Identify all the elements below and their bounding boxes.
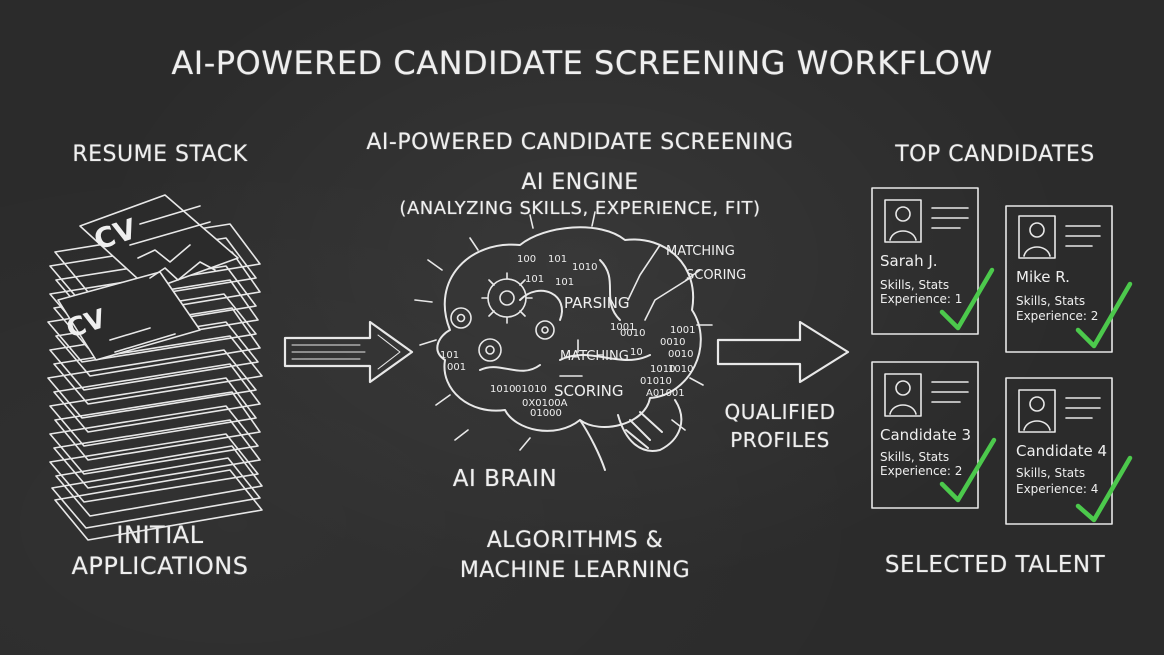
binary-bit: 1010: [668, 364, 693, 375]
binary-bit: 101: [555, 277, 574, 288]
candidate-card-3: [871, 361, 979, 509]
binary-bit: 10: [630, 347, 643, 358]
flow-arrow-1: [283, 320, 414, 384]
candidate-skills: Skills, Stats: [1016, 294, 1085, 308]
binary-bit: 1001: [610, 322, 635, 333]
binary-bit: A01001: [646, 388, 685, 399]
check-icon: [939, 437, 997, 503]
candidate-skills: Skills, Stats: [880, 278, 949, 292]
parsing-label: PARSING: [564, 294, 630, 312]
candidate-name: Sarah J.: [880, 252, 938, 270]
check-icon: [1075, 281, 1133, 349]
flow-arrow-2: [716, 320, 850, 384]
check-icon: [1075, 455, 1133, 523]
binary-bit: 1010: [490, 384, 515, 395]
binary-bit: 101: [440, 350, 459, 361]
top-candidates-heading: TOP CANDIDATES: [895, 142, 1095, 167]
candidate-name: Candidate 4: [1016, 442, 1107, 460]
resume-stack: [47, 194, 263, 541]
candidate-name: Mike R.: [1016, 268, 1070, 286]
candidate-experience: Experience: 2: [1016, 309, 1098, 323]
binary-bit: 0010: [620, 328, 645, 339]
initial-applications-caption: INITIAL APPLICATIONS: [71, 521, 249, 580]
binary-bit: 0010: [668, 349, 693, 360]
scoring-label: SCORING: [554, 382, 624, 400]
matching-callout-label: MATCHING: [666, 244, 735, 259]
binary-bit: 0X0100A: [522, 398, 568, 409]
ai-brain-label: AI BRAIN: [452, 466, 558, 492]
page-title: AI-POWERED CANDIDATE SCREENING WORKFLOW: [171, 44, 993, 82]
matching-callout-line: [627, 244, 661, 301]
qualified-profiles-label: QUALIFIED PROFILES: [724, 400, 836, 452]
candidate-card-2: [1005, 205, 1113, 353]
process-arrows: [559, 339, 583, 377]
candidate-card-1: [871, 187, 979, 335]
binary-bit: 01010: [515, 384, 547, 395]
matching-label: MATCHING: [560, 349, 629, 364]
scoring-callout-label: SCORING: [686, 268, 746, 283]
candidate-skills: Skills, Stats: [1016, 466, 1085, 480]
binary-bit: 01000: [530, 408, 562, 419]
binary-bit: 01010: [640, 376, 672, 387]
selected-talent-caption: SELECTED TALENT: [884, 552, 1106, 578]
radiating-lines: [414, 211, 713, 451]
resume-stack-heading: RESUME STACK: [72, 142, 248, 167]
candidate-experience: Experience: 4: [1016, 482, 1098, 496]
gear-icon: [450, 272, 555, 362]
binary-bit: 100: [517, 254, 536, 265]
binary-bit: 101: [525, 274, 544, 285]
binary-bit: 001: [447, 362, 466, 373]
binary-bit: 1010: [650, 364, 675, 375]
binary-bit: 1001: [670, 325, 695, 336]
scoring-callout-line: [644, 277, 691, 321]
candidate-name: Candidate 3: [880, 426, 971, 444]
candidate-experience: Experience: 1: [880, 292, 962, 306]
screening-heading: AI-POWERED CANDIDATE SCREENING: [366, 130, 794, 155]
binary-bit: 101: [548, 254, 567, 265]
candidate-card-4: [1005, 377, 1113, 525]
binary-bit: 1010: [572, 262, 597, 273]
candidate-skills: Skills, Stats: [880, 450, 949, 464]
check-icon: [939, 267, 995, 331]
ai-brain-drawing: [436, 226, 702, 471]
candidate-experience: Experience: 2: [880, 464, 962, 478]
algorithms-caption: ALGORITHMS & MACHINE LEARNING: [459, 528, 691, 583]
binary-bit: 0010: [660, 337, 685, 348]
ai-engine-subtitle: (ANALYZING SKILLS, EXPERIENCE, FIT): [399, 198, 761, 219]
ai-engine-title: AI ENGINE: [521, 170, 639, 195]
